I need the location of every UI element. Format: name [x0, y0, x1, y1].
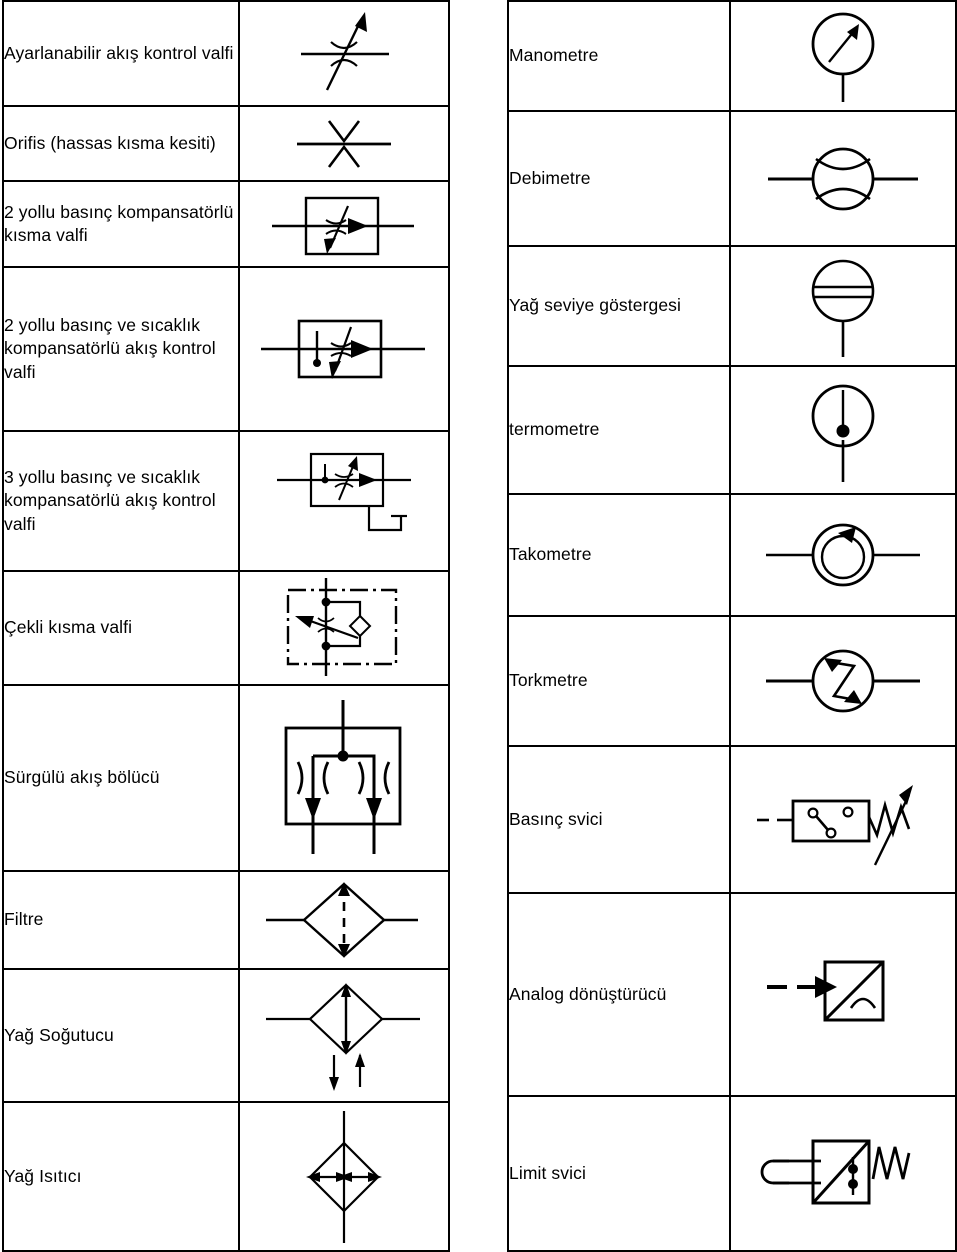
tachometer-icon: [729, 493, 957, 617]
table-row[interactable]: Debimetre: [507, 110, 957, 247]
symbol-label: 2 yollu basınç ve sıcaklık kompansatörlü…: [2, 266, 240, 432]
pressure-switch-icon: [729, 745, 957, 894]
two-way-pressure-temperature-compensated-flow-control-valve-icon: [238, 266, 450, 432]
symbol-label: Ayarlanabilir akış kontrol valfi: [2, 0, 240, 107]
table-row[interactable]: 3 yollu basınç ve sıcaklık kompansatörlü…: [2, 430, 450, 572]
symbol-label: Yağ Isıtıcı: [2, 1101, 240, 1252]
torque-meter-icon: [729, 615, 957, 747]
thermometer-icon: [729, 365, 957, 495]
two-way-pressure-compensated-throttle-valve-icon: [238, 180, 450, 268]
table-row[interactable]: termometre: [507, 365, 957, 495]
table-row[interactable]: Sürgülü akış bölücü: [2, 684, 450, 872]
left-symbol-table-container: Ayarlanabilir akış kontrol valfi Orifis …: [2, 0, 450, 1252]
symbol-label: Limit svici: [507, 1095, 731, 1252]
table-row[interactable]: Filtre: [2, 870, 450, 970]
symbol-label: Çekli kısma valfi: [2, 570, 240, 686]
spool-flow-divider-icon: [238, 684, 450, 872]
left-symbol-table: Ayarlanabilir akış kontrol valfi Orifis …: [2, 0, 450, 1252]
symbol-label: 2 yollu basınç kompansatörlü kısma valfi: [2, 180, 240, 268]
table-row[interactable]: Yağ Isıtıcı: [2, 1101, 450, 1252]
table-row[interactable]: Yağ seviye göstergesi: [507, 245, 957, 367]
symbol-label: Debimetre: [507, 110, 731, 247]
table-row[interactable]: Limit svici: [507, 1095, 957, 1252]
symbol-label: 3 yollu basınç ve sıcaklık kompansatörlü…: [2, 430, 240, 572]
three-way-pressure-temperature-compensated-flow-control-valve-icon: [238, 430, 450, 572]
table-row[interactable]: Orifis (hassas kısma kesiti): [2, 105, 450, 182]
oil-level-indicator-icon: [729, 245, 957, 367]
symbol-label: termometre: [507, 365, 731, 495]
symbol-label: Orifis (hassas kısma kesiti): [2, 105, 240, 182]
table-row[interactable]: Torkmetre: [507, 615, 957, 747]
limit-switch-icon: [729, 1095, 957, 1252]
table-row[interactable]: 2 yollu basınç kompansatörlü kısma valfi: [2, 180, 450, 268]
table-row[interactable]: Yağ Soğutucu: [2, 968, 450, 1103]
symbol-label: Manometre: [507, 0, 731, 112]
table-row[interactable]: Çekli kısma valfi: [2, 570, 450, 686]
table-row[interactable]: Ayarlanabilir akış kontrol valfi: [2, 0, 450, 107]
filter-icon: [238, 870, 450, 970]
table-row[interactable]: Manometre: [507, 0, 957, 112]
symbol-label: Analog dönüştürücü: [507, 892, 731, 1097]
oil-cooler-icon: [238, 968, 450, 1103]
symbol-label: Torkmetre: [507, 615, 731, 747]
table-row[interactable]: 2 yollu basınç ve sıcaklık kompansatörlü…: [2, 266, 450, 432]
symbol-label: Basınç svici: [507, 745, 731, 894]
table-row[interactable]: Analog dönüştürücü: [507, 892, 957, 1097]
right-symbol-table: Manometre Debimetre: [507, 0, 957, 1252]
oil-heater-icon: [238, 1101, 450, 1252]
check-throttle-valve-icon: [238, 570, 450, 686]
table-row[interactable]: Basınç svici: [507, 745, 957, 894]
symbol-label: Sürgülü akış bölücü: [2, 684, 240, 872]
analog-converter-icon: [729, 892, 957, 1097]
symbol-label: Yağ seviye göstergesi: [507, 245, 731, 367]
right-symbol-table-container: Manometre Debimetre: [507, 0, 957, 1252]
pressure-gauge-icon: [729, 0, 957, 112]
adjustable-flow-control-valve-icon: [238, 0, 450, 107]
table-row[interactable]: Takometre: [507, 493, 957, 617]
symbol-label: Filtre: [2, 870, 240, 970]
orifice-icon: [238, 105, 450, 182]
symbol-label: Yağ Soğutucu: [2, 968, 240, 1103]
flow-meter-icon: [729, 110, 957, 247]
symbol-label: Takometre: [507, 493, 731, 617]
